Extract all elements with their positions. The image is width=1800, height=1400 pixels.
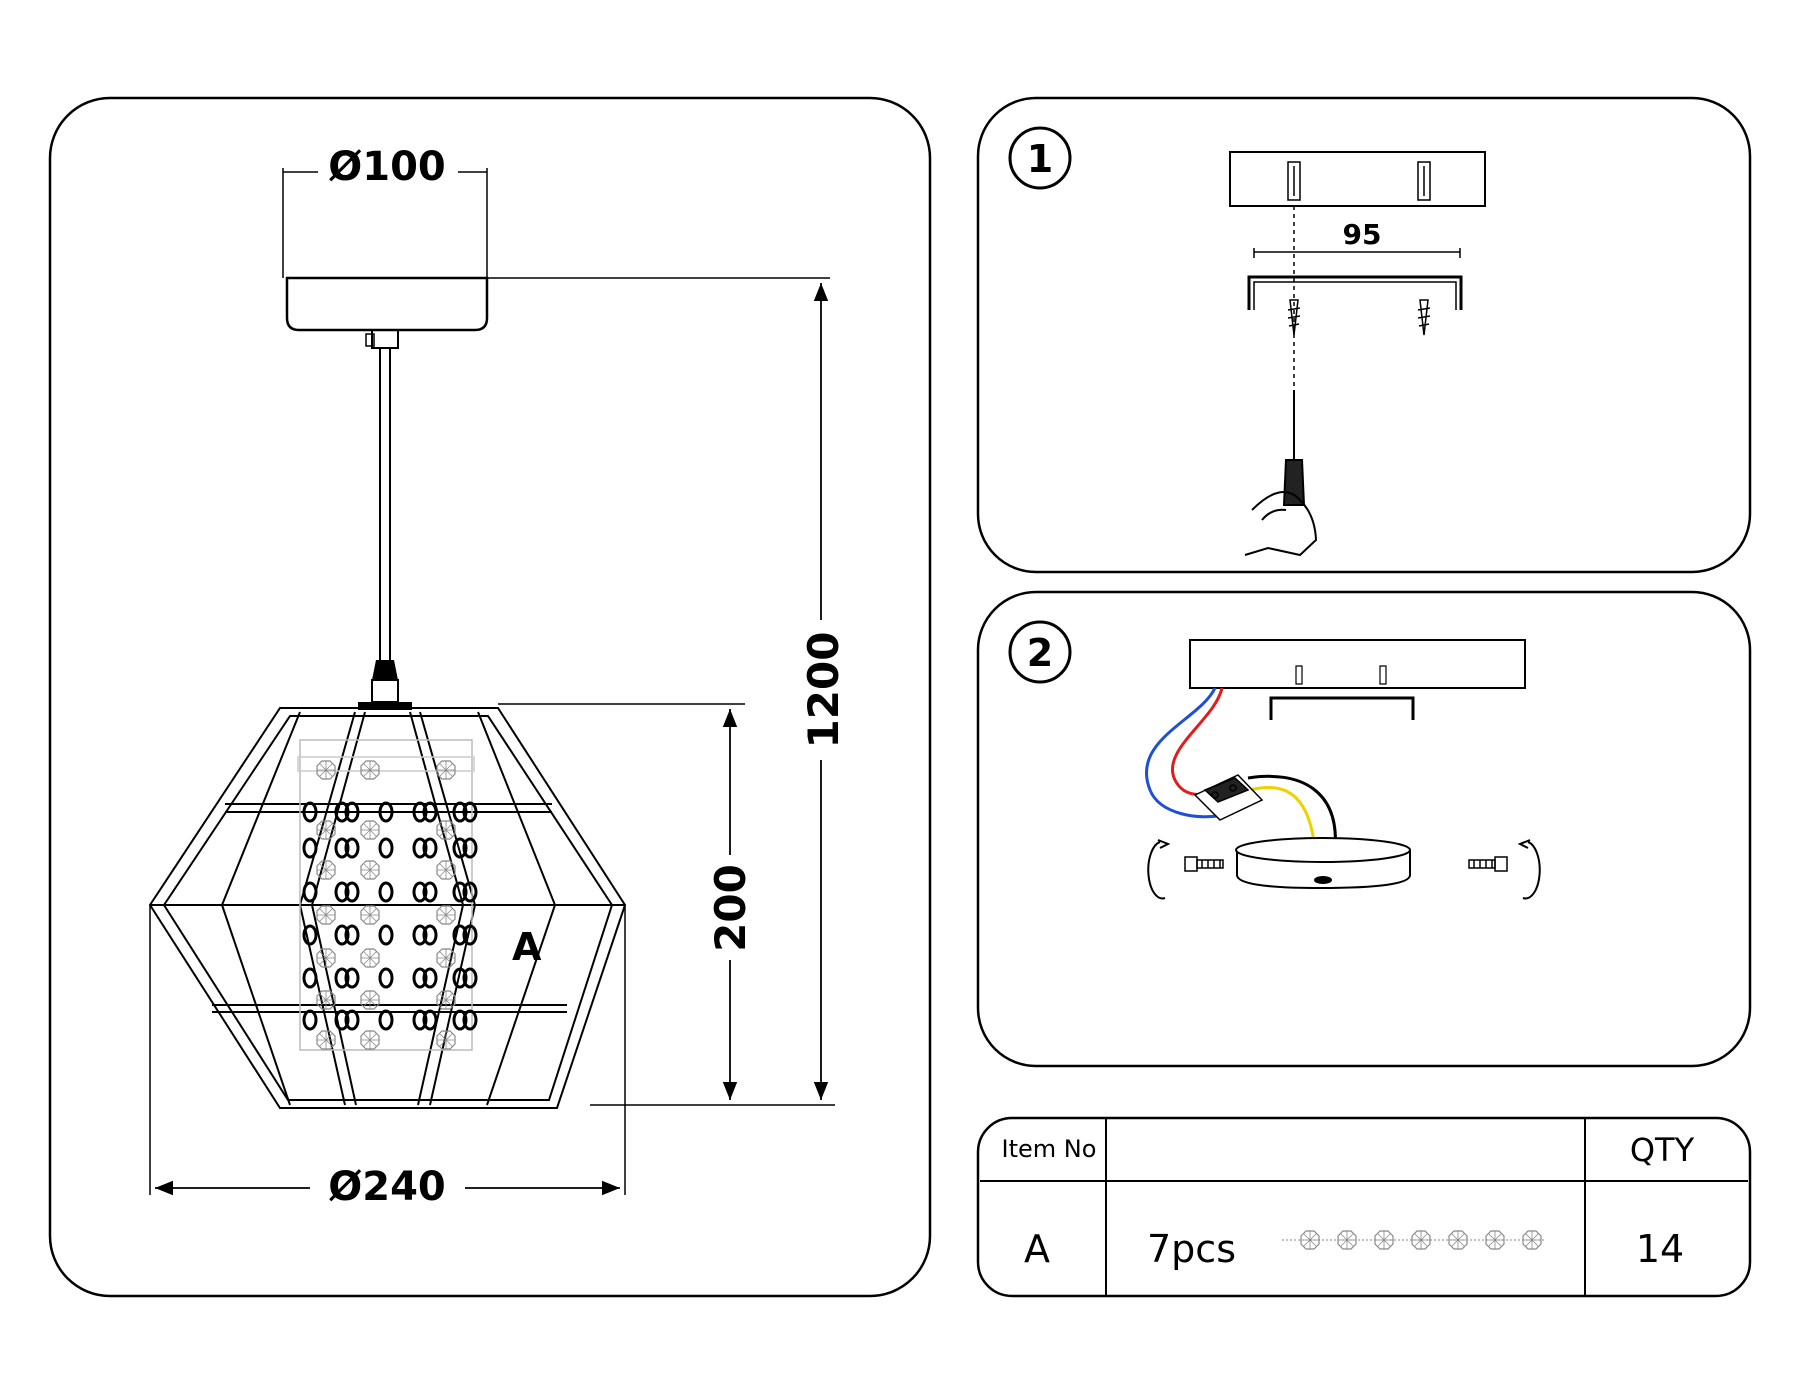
canopy-base xyxy=(1235,837,1411,890)
crystal-octagon xyxy=(360,1030,380,1050)
canopy-diameter-label: Ø100 xyxy=(328,144,446,190)
crystal-bead xyxy=(302,1009,318,1031)
mounting-bracket xyxy=(1269,696,1415,720)
crystal-octagon xyxy=(316,905,336,925)
step-1-panel: 1 95 xyxy=(976,96,1752,574)
crystal-octagon xyxy=(1411,1230,1431,1250)
crystal-octagon xyxy=(1448,1230,1468,1250)
crystal-bead xyxy=(378,837,394,859)
crystal-octagon xyxy=(316,860,336,880)
screwdriver-icon xyxy=(1244,390,1318,557)
crystal-octagon xyxy=(360,948,380,968)
rotate-arrow-icon xyxy=(1147,839,1541,900)
crystal-octagon xyxy=(436,990,456,1010)
crystal-bead xyxy=(302,837,318,859)
crystal-octagon xyxy=(436,820,456,840)
crystal-octagon xyxy=(360,990,380,1010)
mounting-bracket xyxy=(1247,275,1463,310)
crystal-bead xyxy=(378,881,394,903)
shade-diameter-label: Ø240 xyxy=(328,1164,446,1210)
crystal-bead xyxy=(302,967,318,989)
crystal-strand-icon xyxy=(1282,1230,1545,1250)
step-2-number: 2 xyxy=(1027,631,1053,675)
crystal-octagon xyxy=(436,905,456,925)
step-2-panel: 2 xyxy=(976,590,1752,1068)
wall-anchor-icon xyxy=(1295,665,1387,685)
step-1-badge xyxy=(1008,126,1072,190)
crystal-bead xyxy=(302,881,318,903)
crystal-octagon xyxy=(316,1030,336,1050)
main-drawing-panel: Ø100 1200 200 xyxy=(48,96,932,1298)
crystal-octagon xyxy=(316,820,336,840)
total-height-label: 1200 xyxy=(799,632,848,749)
supply-wires xyxy=(1145,687,1337,851)
table-header-item-no: Item No xyxy=(1002,1135,1097,1163)
shade-height-label: 200 xyxy=(706,864,755,952)
table-header-qty: QTY xyxy=(1630,1131,1695,1169)
screw-icon xyxy=(1287,299,1431,336)
crystal-octagon xyxy=(1337,1230,1357,1250)
crystal-octagon xyxy=(1522,1230,1542,1250)
crystal-octagon xyxy=(316,948,336,968)
crystal-octagon xyxy=(1300,1230,1320,1250)
wall-anchor-icon xyxy=(1287,161,1431,201)
crystal-octagon xyxy=(436,948,456,968)
terminal-block-icon xyxy=(1193,774,1264,821)
table-cell-qty: 14 xyxy=(1636,1227,1684,1271)
part-a-label: A xyxy=(512,925,542,969)
crystal-octagon xyxy=(1485,1230,1505,1250)
crystal-octagon xyxy=(360,760,380,780)
crystal-octagon xyxy=(1374,1230,1394,1250)
step-2-badge xyxy=(1008,620,1072,684)
parts-table: Item No QTY A 7pcs 14 xyxy=(976,1116,1752,1298)
table-cell-item-no: A xyxy=(1024,1227,1050,1271)
crystal-octagon xyxy=(360,820,380,840)
canopy-diameter-dimension: Ø100 xyxy=(282,144,488,278)
bracket-width-dimension: 95 xyxy=(1253,218,1461,258)
table-cell-description: 7pcs xyxy=(1147,1227,1236,1271)
crystal-octagon xyxy=(436,1030,456,1050)
crystal-bead xyxy=(378,1009,394,1031)
crystal-bead xyxy=(378,924,394,946)
step-1-number: 1 xyxy=(1027,137,1053,181)
bracket-width-label: 95 xyxy=(1343,218,1382,251)
bolt-icon xyxy=(1184,856,1508,872)
crystal-octagon xyxy=(316,760,336,780)
total-height-dimension: 1200 xyxy=(487,277,848,1100)
shade-height-dimension: 200 xyxy=(498,703,835,1106)
crystal-octagon xyxy=(436,760,456,780)
ceiling-surface xyxy=(1229,151,1486,207)
ceiling-canopy xyxy=(285,276,489,710)
crystal-octagon xyxy=(316,990,336,1010)
ceiling-surface xyxy=(1189,639,1526,689)
crystal-octagon xyxy=(360,905,380,925)
lamp-shade-cage xyxy=(148,707,627,1109)
crystal-bead xyxy=(378,967,394,989)
crystal-octagon xyxy=(360,860,380,880)
shade-diameter-dimension: Ø240 xyxy=(149,905,626,1210)
crystal-octagon xyxy=(436,860,456,880)
